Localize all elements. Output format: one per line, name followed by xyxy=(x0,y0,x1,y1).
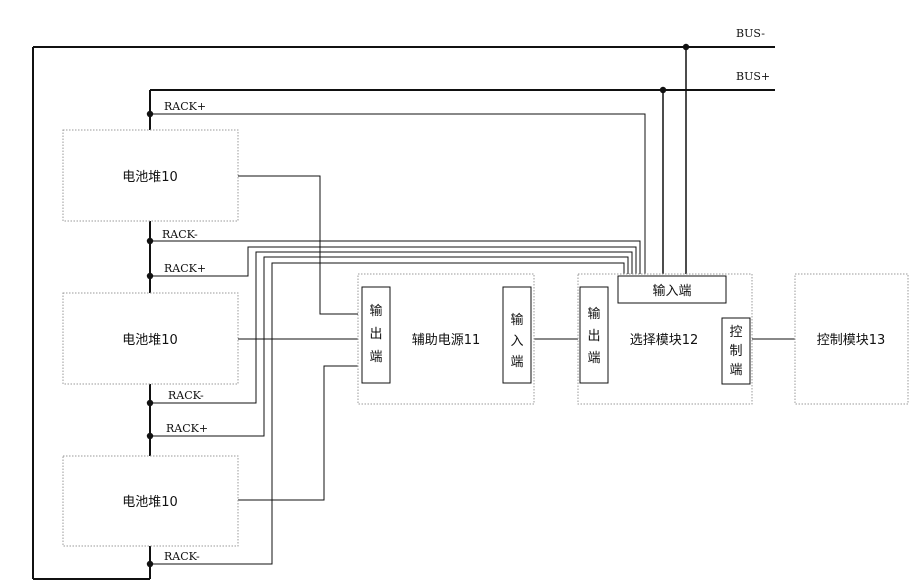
selector-output-port-char-1: 输 xyxy=(587,306,600,322)
selector-output-port-char-3: 端 xyxy=(587,351,600,366)
rack-minus-label-3: RACK- xyxy=(164,550,200,563)
selector-input-port-label: 输入端 xyxy=(652,283,691,299)
battery-middle: 电池堆10 xyxy=(63,293,238,384)
aux-input-port-char-1: 输 xyxy=(510,312,523,328)
selector-module: 输入端 输 出 端 控 制 端 选择模块12 xyxy=(578,274,752,404)
wire-battery-top-to-aux xyxy=(238,176,362,314)
battery-top: 电池堆10 xyxy=(63,130,238,221)
selector-output-port-char-2: 出 xyxy=(587,329,600,344)
aux-input-port-char-3: 端 xyxy=(510,355,523,370)
wire-battery-bot-to-aux xyxy=(238,366,362,500)
aux-input-port-char-2: 入 xyxy=(510,334,523,349)
selector-control-port-char-2: 制 xyxy=(729,344,742,359)
aux-output-port-char-1: 输 xyxy=(369,303,382,319)
wire-rack-plus-2 xyxy=(150,247,636,276)
selector-title: 选择模块12 xyxy=(630,333,699,348)
rack-plus-label-3: RACK+ xyxy=(166,422,208,435)
control-title: 控制模块13 xyxy=(817,333,886,348)
battery-bottom-label: 电池堆10 xyxy=(122,495,178,510)
battery-middle-label: 电池堆10 xyxy=(122,333,178,348)
rack-plus-label-1: RACK+ xyxy=(164,100,206,113)
bus-minus-label: BUS- xyxy=(736,27,765,40)
battery-bottom: 电池堆10 xyxy=(63,456,238,546)
wire-rack-minus-1 xyxy=(150,241,640,276)
control-module: 控制模块13 xyxy=(795,274,908,404)
rack-minus-label-1: RACK- xyxy=(162,228,198,241)
rack-minus-label-2: RACK- xyxy=(168,389,204,402)
junction-bus-plus xyxy=(660,87,666,93)
rack-plus-label-2: RACK+ xyxy=(164,262,206,275)
aux-power-title: 辅助电源11 xyxy=(412,333,481,348)
battery-top-label: 电池堆10 xyxy=(122,170,178,185)
selector-control-port-char-1: 控 xyxy=(729,325,742,340)
selector-control-port-char-3: 端 xyxy=(729,363,742,378)
aux-power-module: 输 出 端 输 入 端 辅助电源11 xyxy=(358,274,534,404)
bus-plus-label: BUS+ xyxy=(736,70,770,83)
junction-bus-minus xyxy=(683,44,689,50)
aux-output-port-char-3: 端 xyxy=(369,350,382,365)
aux-output-port-char-2: 出 xyxy=(369,327,382,342)
